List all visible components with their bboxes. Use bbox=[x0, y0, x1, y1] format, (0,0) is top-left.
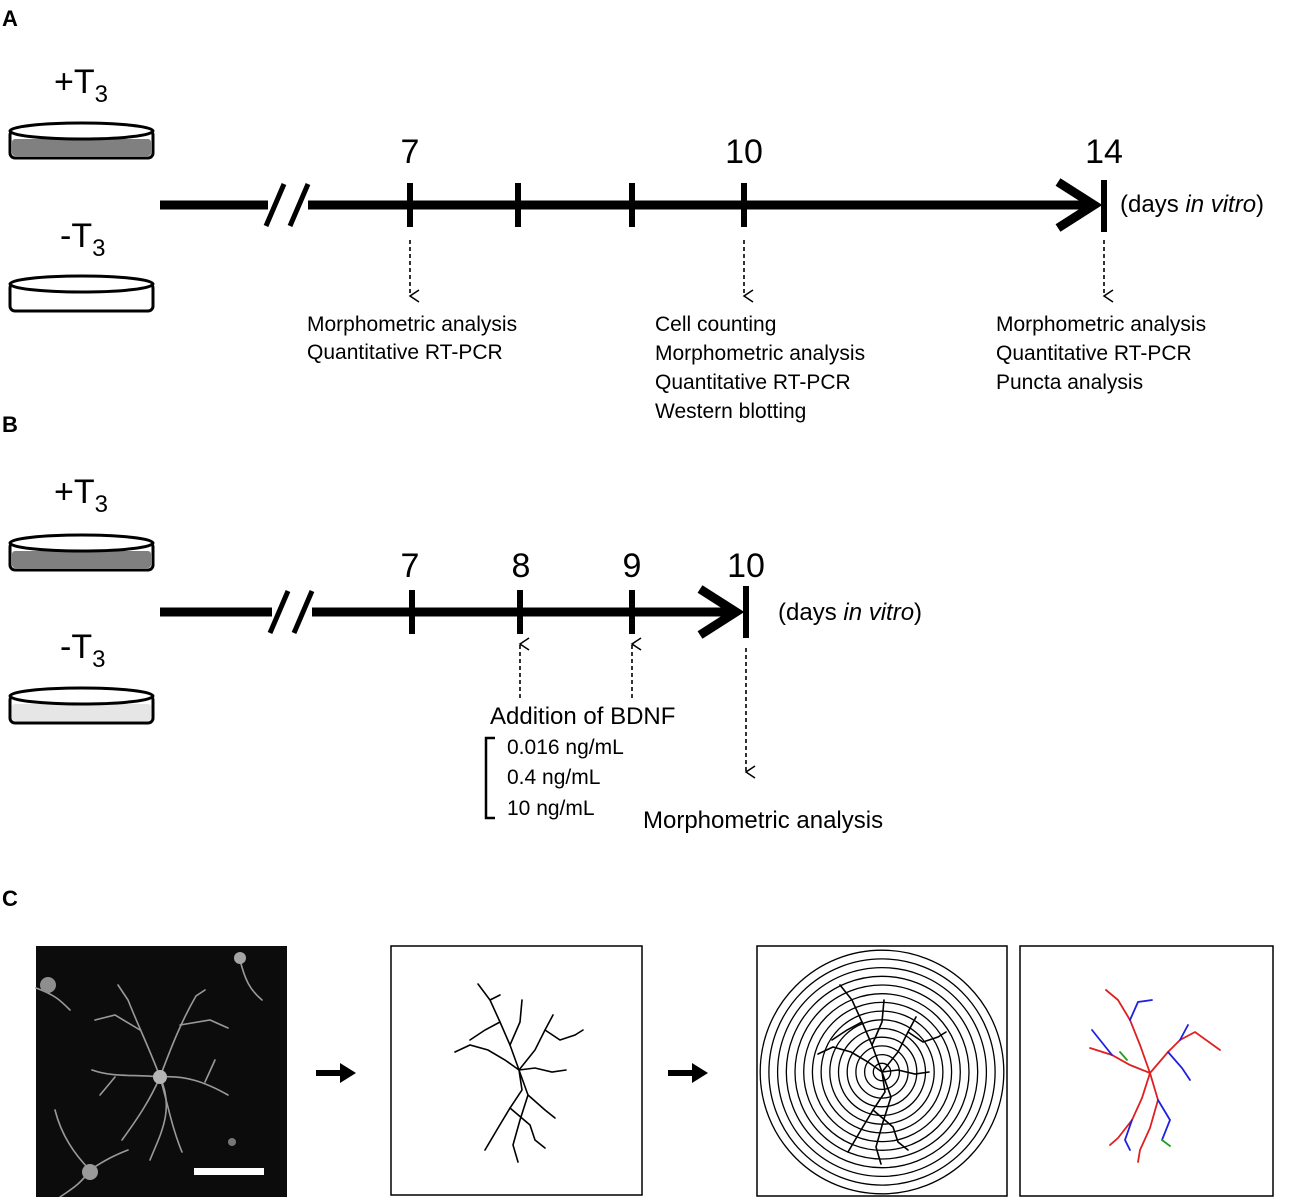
panel-label-a: A bbox=[2, 6, 18, 31]
analysis-list-day7: Morphometric analysis Quantitative RT-PC… bbox=[307, 313, 517, 364]
scale-bar bbox=[194, 1168, 264, 1175]
analysis-item: Morphometric analysis bbox=[307, 313, 517, 336]
timeline-arrowhead bbox=[1055, 178, 1103, 232]
day-label-10: 10 bbox=[727, 547, 765, 585]
sholl-ring bbox=[803, 993, 961, 1151]
bdnf-dose: 0.016 ng/mL bbox=[507, 736, 624, 759]
day10-analysis-label: Morphometric analysis bbox=[643, 807, 883, 834]
step-arrow bbox=[316, 1063, 356, 1083]
sholl-ring bbox=[872, 1062, 892, 1082]
unit-label-b: (days in vitro) bbox=[778, 599, 922, 626]
sholl-ring bbox=[759, 949, 1005, 1195]
step-arrow bbox=[668, 1063, 708, 1083]
timeline-break-mark bbox=[263, 183, 287, 227]
day-label-7: 7 bbox=[401, 547, 420, 585]
timeline-break-mark bbox=[291, 590, 315, 634]
day-label-7: 7 bbox=[401, 133, 420, 171]
sholl-analysis bbox=[756, 945, 1008, 1197]
analysis-list-day10: Cell counting Morphometric analysis Quan… bbox=[655, 313, 865, 423]
sholl-ring bbox=[846, 1036, 918, 1108]
unit-label-a: (days in vitro) bbox=[1120, 191, 1264, 218]
bdnf-title: Addition of BDNF bbox=[490, 703, 675, 730]
day-label-10: 10 bbox=[725, 133, 763, 171]
condition-minus-t3-label: -T3 bbox=[60, 628, 105, 673]
culture-dish-minus-t3 bbox=[8, 686, 155, 725]
timeline-break-mark bbox=[267, 590, 291, 634]
culture-dish-minus-t3 bbox=[8, 274, 155, 313]
analysis-item: Morphometric analysis bbox=[655, 342, 865, 365]
condition-minus-t3-label: -T3 bbox=[60, 217, 105, 262]
dose-bracket bbox=[484, 736, 495, 820]
timeline-break-mark bbox=[287, 183, 311, 227]
sholl-ring bbox=[794, 984, 970, 1160]
panel-a: A +T3 -T3 7 10 14 bbox=[2, 6, 1264, 423]
sholl-ring bbox=[768, 958, 996, 1186]
analysis-item: Morphometric analysis bbox=[996, 313, 1206, 336]
sholl-ring bbox=[863, 1053, 901, 1091]
panel-label-b: B bbox=[2, 412, 18, 437]
condition-plus-t3-label: +T3 bbox=[54, 473, 108, 518]
culture-dish-plus-t3 bbox=[8, 121, 155, 160]
bdnf-dose: 0.4 ng/mL bbox=[507, 766, 600, 789]
sholl-rings bbox=[759, 949, 1005, 1195]
bdnf-dose: 10 ng/mL bbox=[507, 797, 595, 820]
analysis-item: Quantitative RT-PCR bbox=[996, 342, 1192, 365]
sholl-ring bbox=[776, 966, 988, 1178]
dendrite-order-map bbox=[1019, 945, 1274, 1197]
neuron-micrograph bbox=[35, 946, 287, 1197]
timeline-a bbox=[160, 178, 1107, 232]
condition-plus-t3-label: +T3 bbox=[54, 63, 108, 108]
sholl-ring bbox=[811, 1001, 953, 1143]
day-label-14: 14 bbox=[1085, 133, 1123, 171]
panel-b: B +T3 -T3 7 8 9 10 (days in vitro) bbox=[2, 412, 922, 834]
sholl-ring bbox=[785, 975, 979, 1169]
analysis-list-day14: Morphometric analysis Quantitative RT-PC… bbox=[996, 313, 1206, 394]
culture-dish-plus-t3 bbox=[8, 533, 155, 572]
analysis-item: Puncta analysis bbox=[996, 371, 1143, 394]
sholl-ring bbox=[820, 1010, 944, 1134]
analysis-item: Western blotting bbox=[655, 400, 806, 423]
panel-c: C bbox=[2, 886, 1274, 1197]
timeline-b bbox=[160, 585, 749, 639]
day-label-8: 8 bbox=[512, 547, 531, 585]
analysis-item: Quantitative RT-PCR bbox=[307, 341, 503, 364]
analysis-item: Quantitative RT-PCR bbox=[655, 371, 851, 394]
panel-label-c: C bbox=[2, 886, 18, 911]
timeline-arrowhead bbox=[697, 585, 745, 639]
day-label-9: 9 bbox=[623, 547, 642, 585]
traced-neuron bbox=[390, 945, 643, 1196]
analysis-item: Cell counting bbox=[655, 313, 776, 336]
